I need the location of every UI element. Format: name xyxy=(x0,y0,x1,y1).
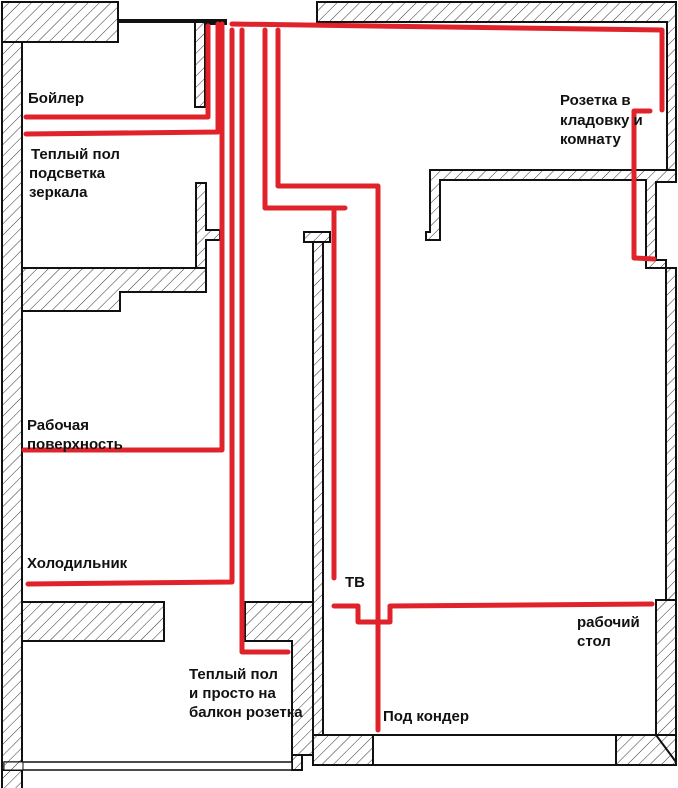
wire-ac-desk-feed xyxy=(275,27,381,733)
label-work-surface-line2: поверхность xyxy=(27,436,123,453)
wire-bathroom xyxy=(23,21,221,137)
label-balcony-line3: балкон розетка xyxy=(189,704,303,721)
window-balcony-left-post xyxy=(3,761,24,771)
wire-balcony xyxy=(239,27,291,655)
wire-desk xyxy=(331,601,655,625)
window-room-diagonal xyxy=(655,734,677,763)
wall-balcony-right xyxy=(244,601,314,756)
window-room xyxy=(372,734,617,766)
label-tv: ТВ xyxy=(345,574,365,591)
label-boiler: Бойлер xyxy=(28,90,84,107)
wall-bath-bottom xyxy=(1,267,206,788)
wall-left-outer xyxy=(1,41,23,771)
wall-storage-bottom xyxy=(425,169,677,269)
wiring xyxy=(21,21,665,733)
wire-boiler xyxy=(23,23,211,120)
label-balcony-line2: и просто на xyxy=(189,685,276,702)
wall-room-bottom-left xyxy=(312,734,374,766)
wall-central-stem xyxy=(312,241,324,743)
label-desk-line2: стол xyxy=(577,633,611,650)
label-balcony-line1: Теплый пол xyxy=(189,666,278,683)
label-storage-line1: Розетка в xyxy=(560,92,631,109)
wire-storage-room xyxy=(229,21,665,113)
wall-kitchen-balcony xyxy=(21,601,165,642)
label-storage-line2: кладовку и xyxy=(560,112,643,129)
wire-work-surface xyxy=(21,21,225,453)
label-desk-line1: рабочий xyxy=(577,614,640,631)
label-bathroom-line2: подсветка xyxy=(29,165,106,182)
wire-fridge xyxy=(25,27,235,587)
label-storage-line3: комнату xyxy=(560,131,621,148)
wire-storage-room-2 xyxy=(631,108,657,262)
wire-tv xyxy=(262,27,348,211)
labels: Бойлер Теплый пол подсветка зеркала Рабо… xyxy=(27,90,643,725)
label-work-surface-line1: Рабочая xyxy=(27,417,89,434)
label-bathroom-line3: зеркала xyxy=(29,184,88,201)
wall-bath-right-upper xyxy=(194,21,227,108)
wall-bath-divider xyxy=(21,267,207,312)
label-ac: Под кондер xyxy=(383,708,469,725)
label-fridge: Холодильник xyxy=(27,555,128,572)
label-bathroom-line1: Теплый пол xyxy=(31,146,120,163)
window-balcony xyxy=(3,761,293,771)
